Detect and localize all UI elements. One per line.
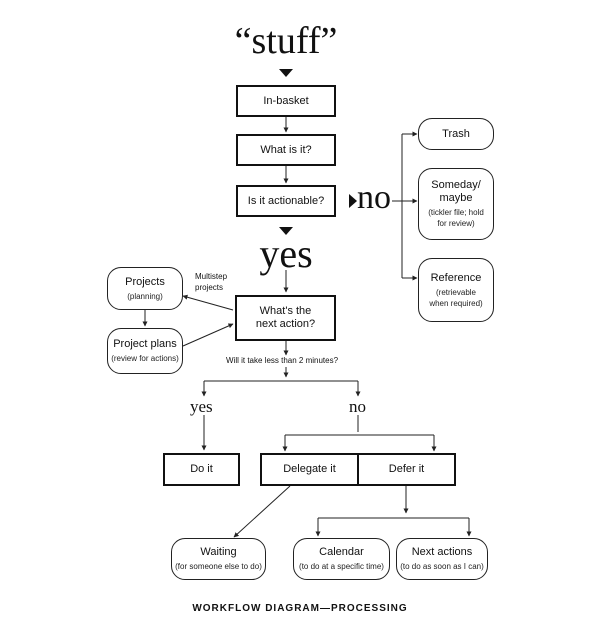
calendar-label: Calendar <box>319 546 364 558</box>
diagram-caption: WORKFLOW DIAGRAM—PROCESSING <box>192 603 408 614</box>
do-it-box: Do it <box>163 453 240 486</box>
yes-branch-label: yes <box>259 231 313 276</box>
is-actionable-label: Is it actionable? <box>247 194 325 207</box>
no-branch-label: no <box>357 179 391 216</box>
in-basket-label: In-basket <box>263 94 309 107</box>
is-actionable-box: Is it actionable? <box>236 185 336 217</box>
next-actions-label: Next actions <box>411 546 473 558</box>
someday-maybe-note: (tickler file; hold for review) <box>428 208 484 228</box>
what-is-it-box: What is it? <box>236 134 336 166</box>
projects-box: Projects (planning) <box>107 267 183 310</box>
next-action-box: What's the next action? <box>235 295 336 341</box>
no-small-label: no <box>349 397 366 416</box>
what-is-it-label: What is it? <box>260 143 312 156</box>
calendar-note: (to do at a specific time) <box>299 562 384 571</box>
reference-box: Reference (retrievable when required) <box>418 258 494 322</box>
delegate-it-label: Delegate it <box>283 463 336 475</box>
reference-note: (retrievable when required) <box>429 287 483 308</box>
waiting-box: Waiting (for someone else to do) <box>171 538 266 580</box>
in-basket-box: In-basket <box>236 85 336 117</box>
trash-box: Trash <box>418 118 494 150</box>
projects-label: Projects <box>125 275 165 288</box>
trash-label: Trash <box>442 127 470 140</box>
stuff-label: “stuff” <box>234 20 338 62</box>
do-it-label: Do it <box>190 463 213 475</box>
two-minute-question: Will it take less than 2 minutes? <box>226 356 339 365</box>
someday-maybe-label: Someday/ maybe <box>431 179 481 204</box>
yes-small-label: yes <box>190 397 213 416</box>
multistep-projects-label: Multistep projects <box>195 272 228 292</box>
defer-it-box: Defer it <box>357 453 456 486</box>
project-plans-label: Project plans <box>113 338 177 350</box>
calendar-box: Calendar (to do at a specific time) <box>293 538 390 580</box>
someday-maybe-box: Someday/ maybe (tickler file; hold for r… <box>418 168 494 240</box>
reference-label: Reference <box>430 271 482 284</box>
delegate-it-box: Delegate it <box>260 453 359 486</box>
waiting-note: (for someone else to do) <box>175 562 262 571</box>
next-actions-note: (to do as soon as I can) <box>400 562 484 571</box>
next-action-label: What's the next action? <box>255 305 316 330</box>
project-plans-note: (review for actions) <box>111 354 179 363</box>
project-plans-box: Project plans (review for actions) <box>107 328 183 374</box>
projects-note: (planning) <box>127 291 163 301</box>
next-actions-box: Next actions (to do as soon as I can) <box>396 538 488 580</box>
waiting-label: Waiting <box>200 546 237 558</box>
defer-it-label: Defer it <box>388 463 425 475</box>
